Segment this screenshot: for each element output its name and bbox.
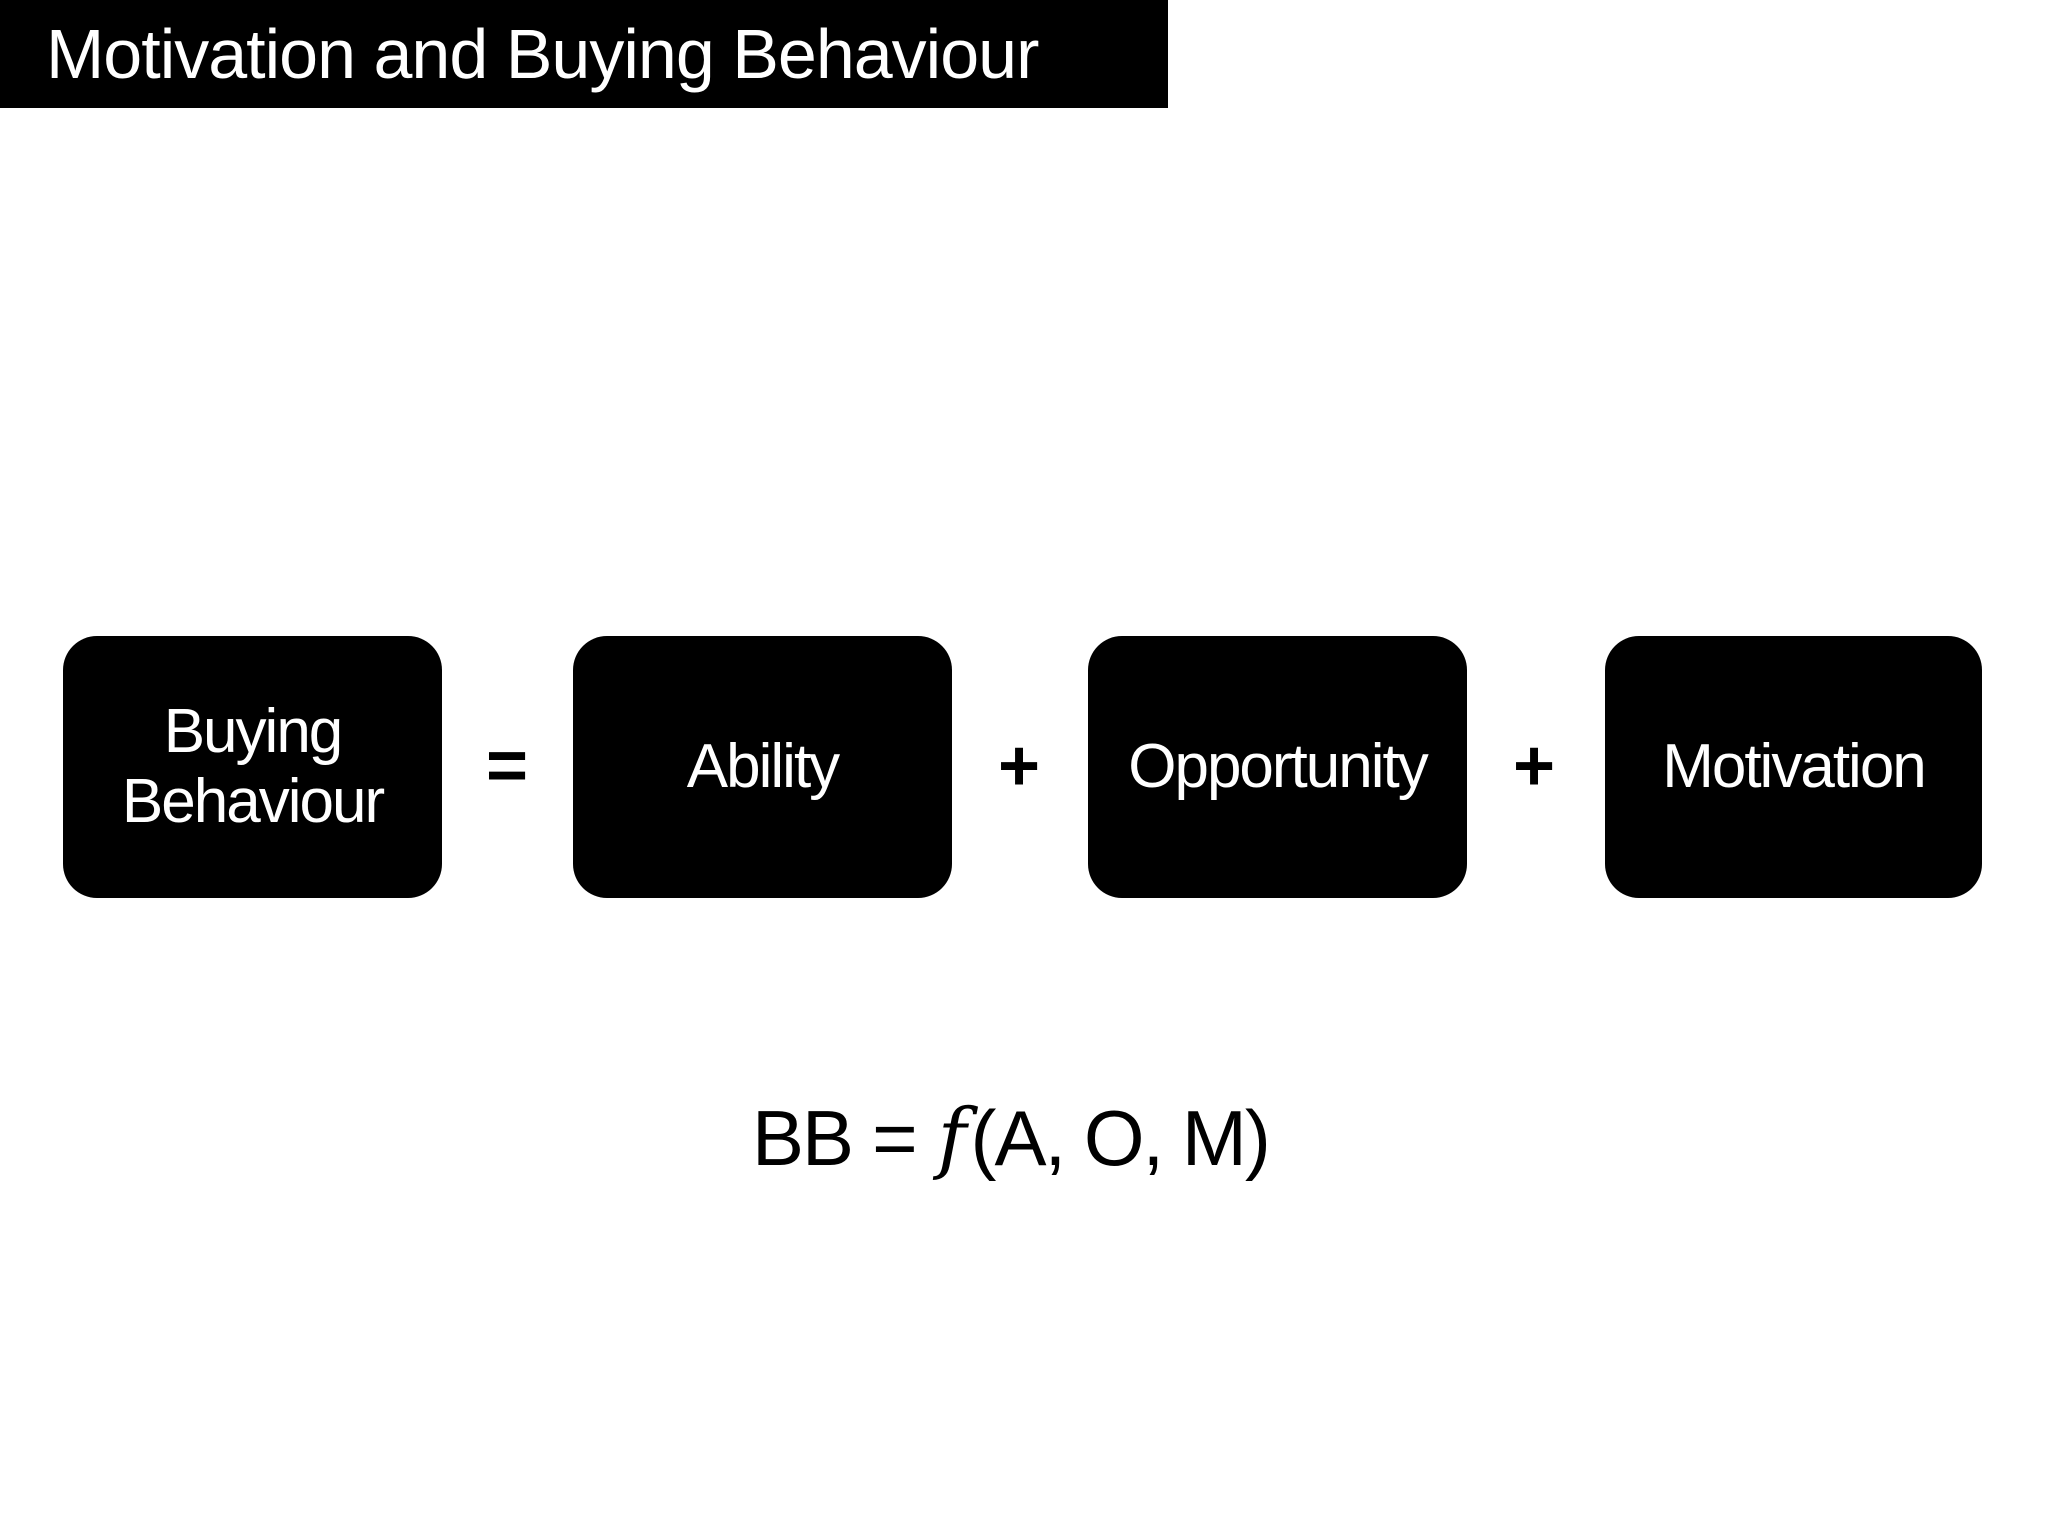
- formula-equals: =: [872, 1094, 918, 1182]
- box-opportunity: Opportunity: [1088, 636, 1467, 898]
- formula-arguments: (A, O, M): [970, 1094, 1271, 1182]
- box-motivation-label: Motivation: [1662, 732, 1927, 801]
- box-opportunity-label: Opportunity: [1128, 732, 1429, 801]
- formula: BB = f (A, O, M): [752, 1082, 1271, 1194]
- formula-lhs: BB: [752, 1094, 854, 1182]
- title-bar: Motivation and Buying Behaviour: [0, 0, 1168, 108]
- equals-operator: =: [485, 726, 529, 806]
- box-motivation: Motivation: [1605, 636, 1982, 898]
- plus-operator-1: +: [997, 726, 1041, 806]
- box-buying-behaviour: Buying Behaviour: [63, 636, 442, 898]
- box-ability-label: Ability: [686, 732, 840, 801]
- box-ability: Ability: [573, 636, 952, 898]
- slide-title: Motivation and Buying Behaviour: [46, 15, 1039, 93]
- box-buying-behaviour-label: Buying Behaviour: [121, 697, 385, 836]
- formula-function: f: [937, 1093, 967, 1183]
- plus-operator-2: +: [1512, 726, 1556, 806]
